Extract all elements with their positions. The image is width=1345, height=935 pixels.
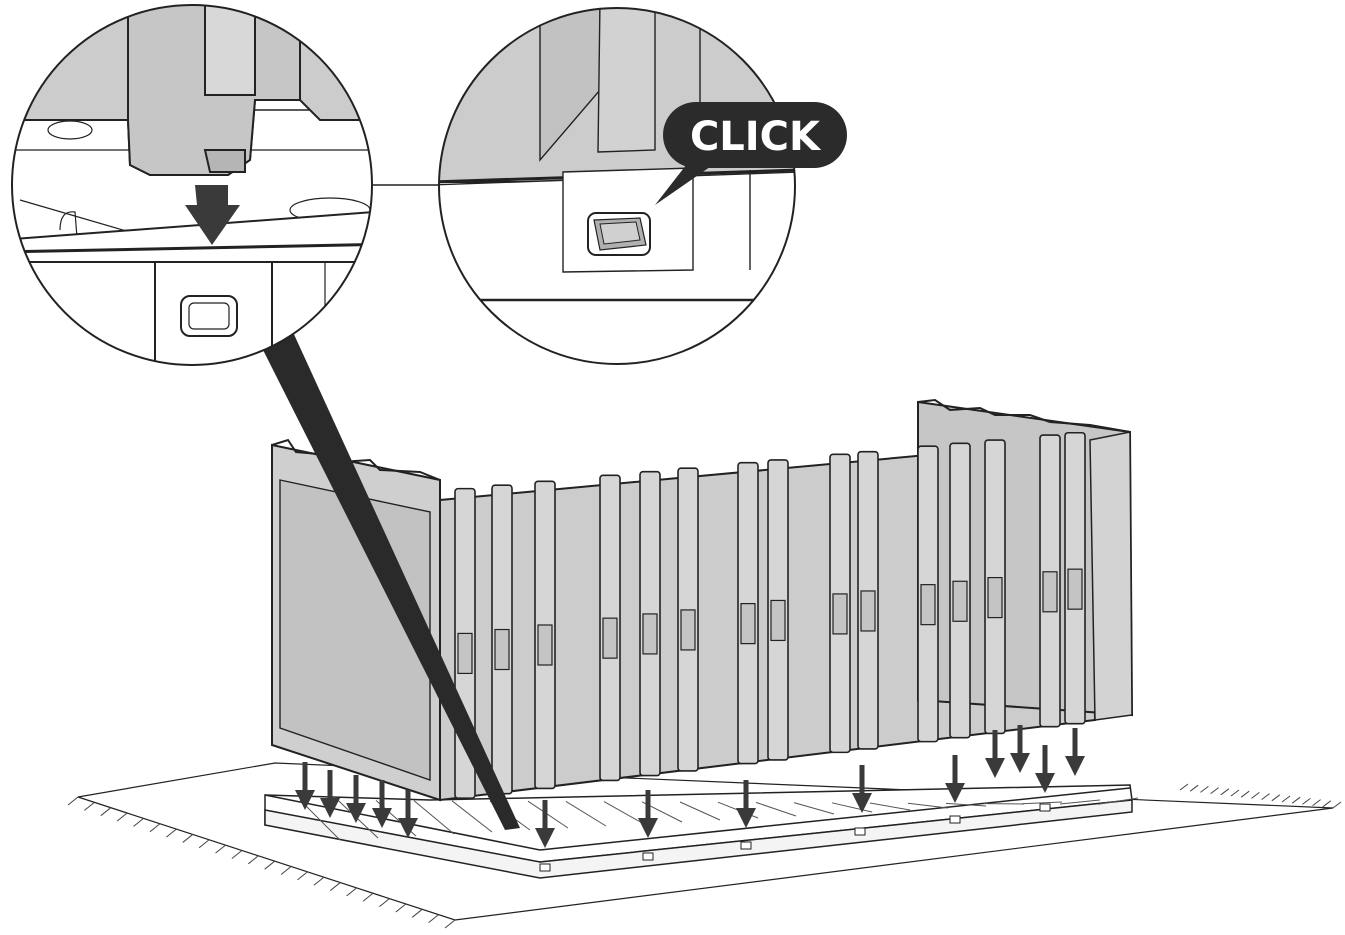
tray-clip	[642, 852, 654, 861]
base-tray	[264, 784, 1139, 879]
tray-clip	[949, 815, 961, 824]
floor-hatching-right	[1179, 783, 1342, 809]
rib-notch	[860, 590, 876, 632]
rib-notch	[494, 628, 510, 671]
tray-clip	[854, 827, 866, 836]
rib-notch	[457, 632, 473, 675]
tray-clip	[740, 841, 752, 850]
rib-notch	[920, 584, 936, 626]
rib-notch	[740, 603, 756, 645]
rib-notch	[642, 613, 658, 655]
click-callout: CLICK	[655, 102, 847, 205]
floor-hatching-left	[67, 796, 456, 929]
rib-notch	[987, 576, 1003, 619]
tray-clip	[1039, 803, 1051, 812]
click-label: CLICK	[690, 114, 822, 160]
callout-leaders	[258, 184, 520, 830]
rib-notch	[680, 609, 696, 651]
rib-notch	[770, 599, 786, 642]
detail-circle-right: CLICK	[438, 7, 847, 365]
down-arrows	[295, 725, 1085, 848]
rib-notch	[1067, 568, 1083, 610]
rib-notch	[952, 580, 968, 622]
rib-notch	[537, 624, 553, 666]
rib-notch	[602, 617, 618, 659]
rib-notch	[832, 593, 848, 635]
latch-slot	[180, 295, 238, 337]
detail-circle-left	[11, 4, 373, 366]
tray-clips	[539, 803, 1051, 872]
rib-notch	[1042, 571, 1058, 613]
wall-ribs	[454, 431, 1086, 799]
tray-clip	[539, 863, 551, 872]
